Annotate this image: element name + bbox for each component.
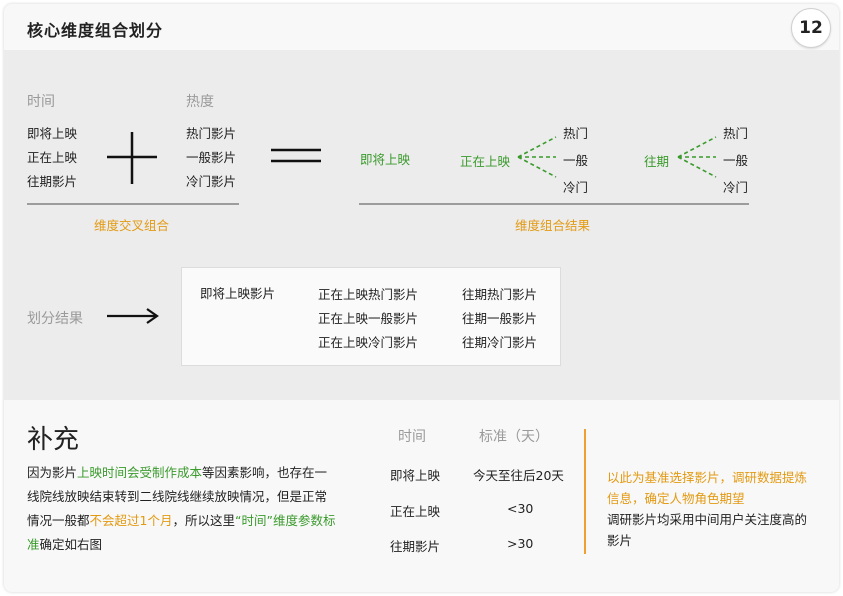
result-box: 即将上映影片 正在上映热门影片 正在上映一般影片 正在上映冷门影片 往期热门影片…	[181, 267, 561, 366]
para-text: 等因素影响，也存在一线院线放映结束转到二线院线继续放映情况，但是正常情况一般都	[27, 465, 328, 528]
page-title: 核心维度组合划分	[27, 21, 164, 40]
table-cell: <30	[507, 501, 534, 516]
heat-option: 一般	[723, 153, 749, 168]
arrow-right-icon	[107, 308, 159, 324]
result-label: 划分结果	[27, 311, 83, 327]
heat-option: 冷门	[563, 180, 589, 195]
time-item: 即将上映	[27, 126, 78, 141]
result-item: 正在上映热门影片	[318, 287, 419, 302]
heat-dimension-label: 热度	[186, 94, 214, 110]
heat-option: 热门	[723, 126, 749, 141]
equals-icon	[271, 148, 321, 163]
combo-caption: 维度交叉组合	[94, 218, 170, 233]
result-item: 正在上映一般影片	[318, 311, 419, 326]
para-highlight: “时间”维度参数标准	[27, 513, 336, 552]
heat-option: 一般	[563, 153, 589, 168]
heat-item: 冷门影片	[186, 174, 237, 189]
supplement-paragraph: 因为影片上映时间会受制作成本等因素影响，也存在一线院线放映结束转到二线院线继续放…	[27, 461, 339, 557]
time-dimension-label: 时间	[27, 94, 55, 110]
plus-icon	[107, 132, 157, 184]
result-item: 往期热门影片	[462, 287, 538, 302]
combo-result-caption: 维度组合结果	[515, 218, 591, 233]
note-text: 调研影片均采用中间用户关注度高的影片	[607, 512, 808, 548]
heat-item: 热门影片	[186, 126, 237, 141]
slide-header: 核心维度组合划分 12	[4, 4, 839, 50]
result-item: 正在上映冷门影片	[318, 335, 419, 350]
combo-now-showing: 正在上映	[460, 154, 511, 169]
combo-upcoming: 即将上映	[360, 152, 411, 167]
para-highlight: 不会超过1个月	[89, 513, 173, 528]
table-cell: 往期影片	[390, 539, 441, 554]
page-number-badge: 12	[791, 8, 831, 48]
divider	[27, 203, 239, 205]
combo-past: 往期	[644, 154, 670, 169]
time-item: 正在上映	[27, 150, 78, 165]
para-text: ，所以这里	[172, 513, 235, 528]
branch-arrows-icon	[517, 136, 557, 178]
table-header-time: 时间	[398, 429, 426, 445]
supplement-title: 补充	[27, 425, 80, 455]
table-cell: 即将上映	[390, 468, 441, 483]
vertical-divider	[584, 429, 586, 554]
para-text: 因为影片	[27, 465, 78, 480]
heat-option: 热门	[563, 126, 589, 141]
slide-frame: 核心维度组合划分 12 时间 即将上映 正在上映 往期影片 热度 热门影片 一般…	[4, 4, 839, 592]
branch-arrows-icon	[677, 136, 717, 178]
table-cell: >30	[507, 536, 534, 551]
note-paragraph: 以此为基准选择影片，调研数据提炼信息，确定人物角色期望调研影片均采用中间用户关注…	[607, 467, 811, 551]
note-highlight: 以此为基准选择影片，调研数据提炼信息，确定人物角色期望	[607, 470, 808, 506]
para-highlight: 上映时间会受制作成本	[77, 465, 203, 480]
table-cell: 今天至往后20天	[473, 468, 564, 483]
time-item: 往期影片	[27, 174, 78, 189]
divider	[359, 203, 749, 205]
result-item: 往期一般影片	[462, 311, 538, 326]
table-header-standard: 标准（天）	[479, 429, 549, 445]
table-cell: 正在上映	[390, 504, 441, 519]
heat-item: 一般影片	[186, 150, 237, 165]
result-item: 即将上映影片	[200, 286, 276, 301]
result-item: 往期冷门影片	[462, 335, 538, 350]
para-text: 确定如右图	[39, 537, 103, 552]
dimension-section: 时间 即将上映 正在上映 往期影片 热度 热门影片 一般影片 冷门影片 维度交叉…	[4, 50, 839, 400]
heat-option: 冷门	[723, 180, 749, 195]
